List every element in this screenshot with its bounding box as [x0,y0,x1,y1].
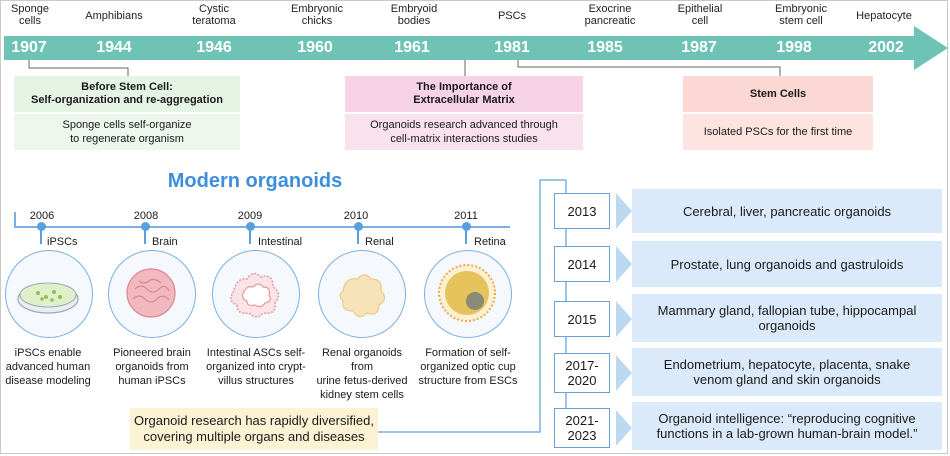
timeline-dot [246,222,255,231]
timeline-dot [141,222,150,231]
event-label: Embryoid bodies [390,3,438,27]
timeline-year: 1944 [96,39,132,56]
recent-year: 2017- 2020 [554,353,610,393]
recent-year: 2013 [554,193,610,229]
timeline-tick [357,230,359,244]
modern-year: 2011 [454,210,478,222]
timeline-year: 1981 [494,39,530,56]
recent-arrow [616,246,632,282]
recent-desc: Prostate, lung organoids and gastruloids [632,241,942,287]
card-divider [683,112,873,114]
recent-desc: Endometrium, hepatocyte, placenta, snake… [632,348,942,396]
event-label: Embryonic chicks [291,3,343,27]
modern-name: iPSCs [47,236,78,248]
modern-year: 2006 [29,210,55,222]
timeline-year: 1960 [297,39,333,56]
card-extracellular-title: The Importance of Extracellular Matrix [345,76,583,112]
card-stem-cells-desc: Isolated PSCs for the first time [683,114,873,150]
timeline-dot [462,222,471,231]
timeline-tick [465,230,467,244]
petri-dish-icon [5,250,93,338]
timeline-year: 1998 [776,39,812,56]
timeline-tick [249,230,251,244]
modern-desc: Intestinal ASCs self- organized into cry… [206,347,306,387]
modern-name: Renal [365,236,394,248]
modern-year: 2008 [133,210,159,222]
modern-desc: Pioneered brain organoids from human iPS… [113,347,191,387]
modern-name: Intestinal [258,236,303,248]
timeline-year: 1985 [587,39,623,56]
modern-desc: Formation of self- organized optic cup s… [418,347,518,387]
card-stem-cells-title: Stem Cells [683,76,873,112]
recent-desc: Organoid intelligence: “reproducing cogn… [632,402,942,450]
event-label: Hepatocyte [856,10,912,22]
event-label: Epithelial cell [677,3,723,27]
modern-timeline-start-tick [14,212,16,228]
card-divider [14,112,240,114]
modern-timeline-line [14,226,510,228]
recent-arrow [616,410,632,446]
timeline-year: 1946 [196,39,232,56]
event-label: Embryonic stem cell [775,3,827,27]
modern-name: Brain [152,236,178,248]
brain-organoid-icon [108,250,196,338]
recent-arrow [616,193,632,229]
card-divider [345,112,583,114]
timeline-year: 1961 [394,39,430,56]
timeline-dot [354,222,363,231]
event-label: Cystic teratoma [192,3,236,27]
timeline-dot [37,222,46,231]
event-label: Amphibians [85,10,143,22]
timeline-year: 1907 [11,39,47,56]
modern-desc: iPSCs enable advanced human disease mode… [5,347,91,387]
card-before-stem-cell-title: Before Stem Cell: Self-organization and … [14,76,240,112]
timeline-year: 2002 [868,39,904,56]
modern-year: 2009 [237,210,263,222]
event-label: Sponge cells [11,3,49,27]
timeline-tick [40,230,42,244]
recent-year: 2014 [554,246,610,282]
timeline-arrow-head [914,26,948,70]
card-before-stem-cell-desc: Sponge cells self-organize to regenerate… [14,114,240,150]
modern-desc: Renal organoids from urine fetus-derived… [316,347,408,401]
intestinal-organoid-icon [212,250,300,338]
modern-year: 2010 [343,210,369,222]
modern-name: Retina [474,236,506,248]
recent-arrow [616,355,632,391]
timeline-year: 1987 [681,39,717,56]
recent-year: 2015 [554,301,610,337]
recent-desc: Cerebral, liver, pancreatic organoids [632,189,942,233]
event-label: PSCs [497,10,527,22]
connector-1981 [517,60,781,76]
connector-1907 [28,60,129,76]
timeline-arrow-bar [4,36,916,60]
recent-desc: Mammary gland, fallopian tube, hippocamp… [632,294,942,342]
renal-organoid-icon [318,250,406,338]
recent-arrow [616,301,632,337]
modern-organoids-title: Modern organoids [167,170,343,192]
retina-organoid-icon [424,250,512,338]
timeline-tick [144,230,146,244]
event-label: Exocrine pancreatic [584,3,636,27]
card-extracellular-desc: Organoids research advanced through cell… [345,114,583,150]
summary-box: Organoid research has rapidly diversifie… [130,408,378,450]
recent-year: 2021- 2023 [554,408,610,448]
